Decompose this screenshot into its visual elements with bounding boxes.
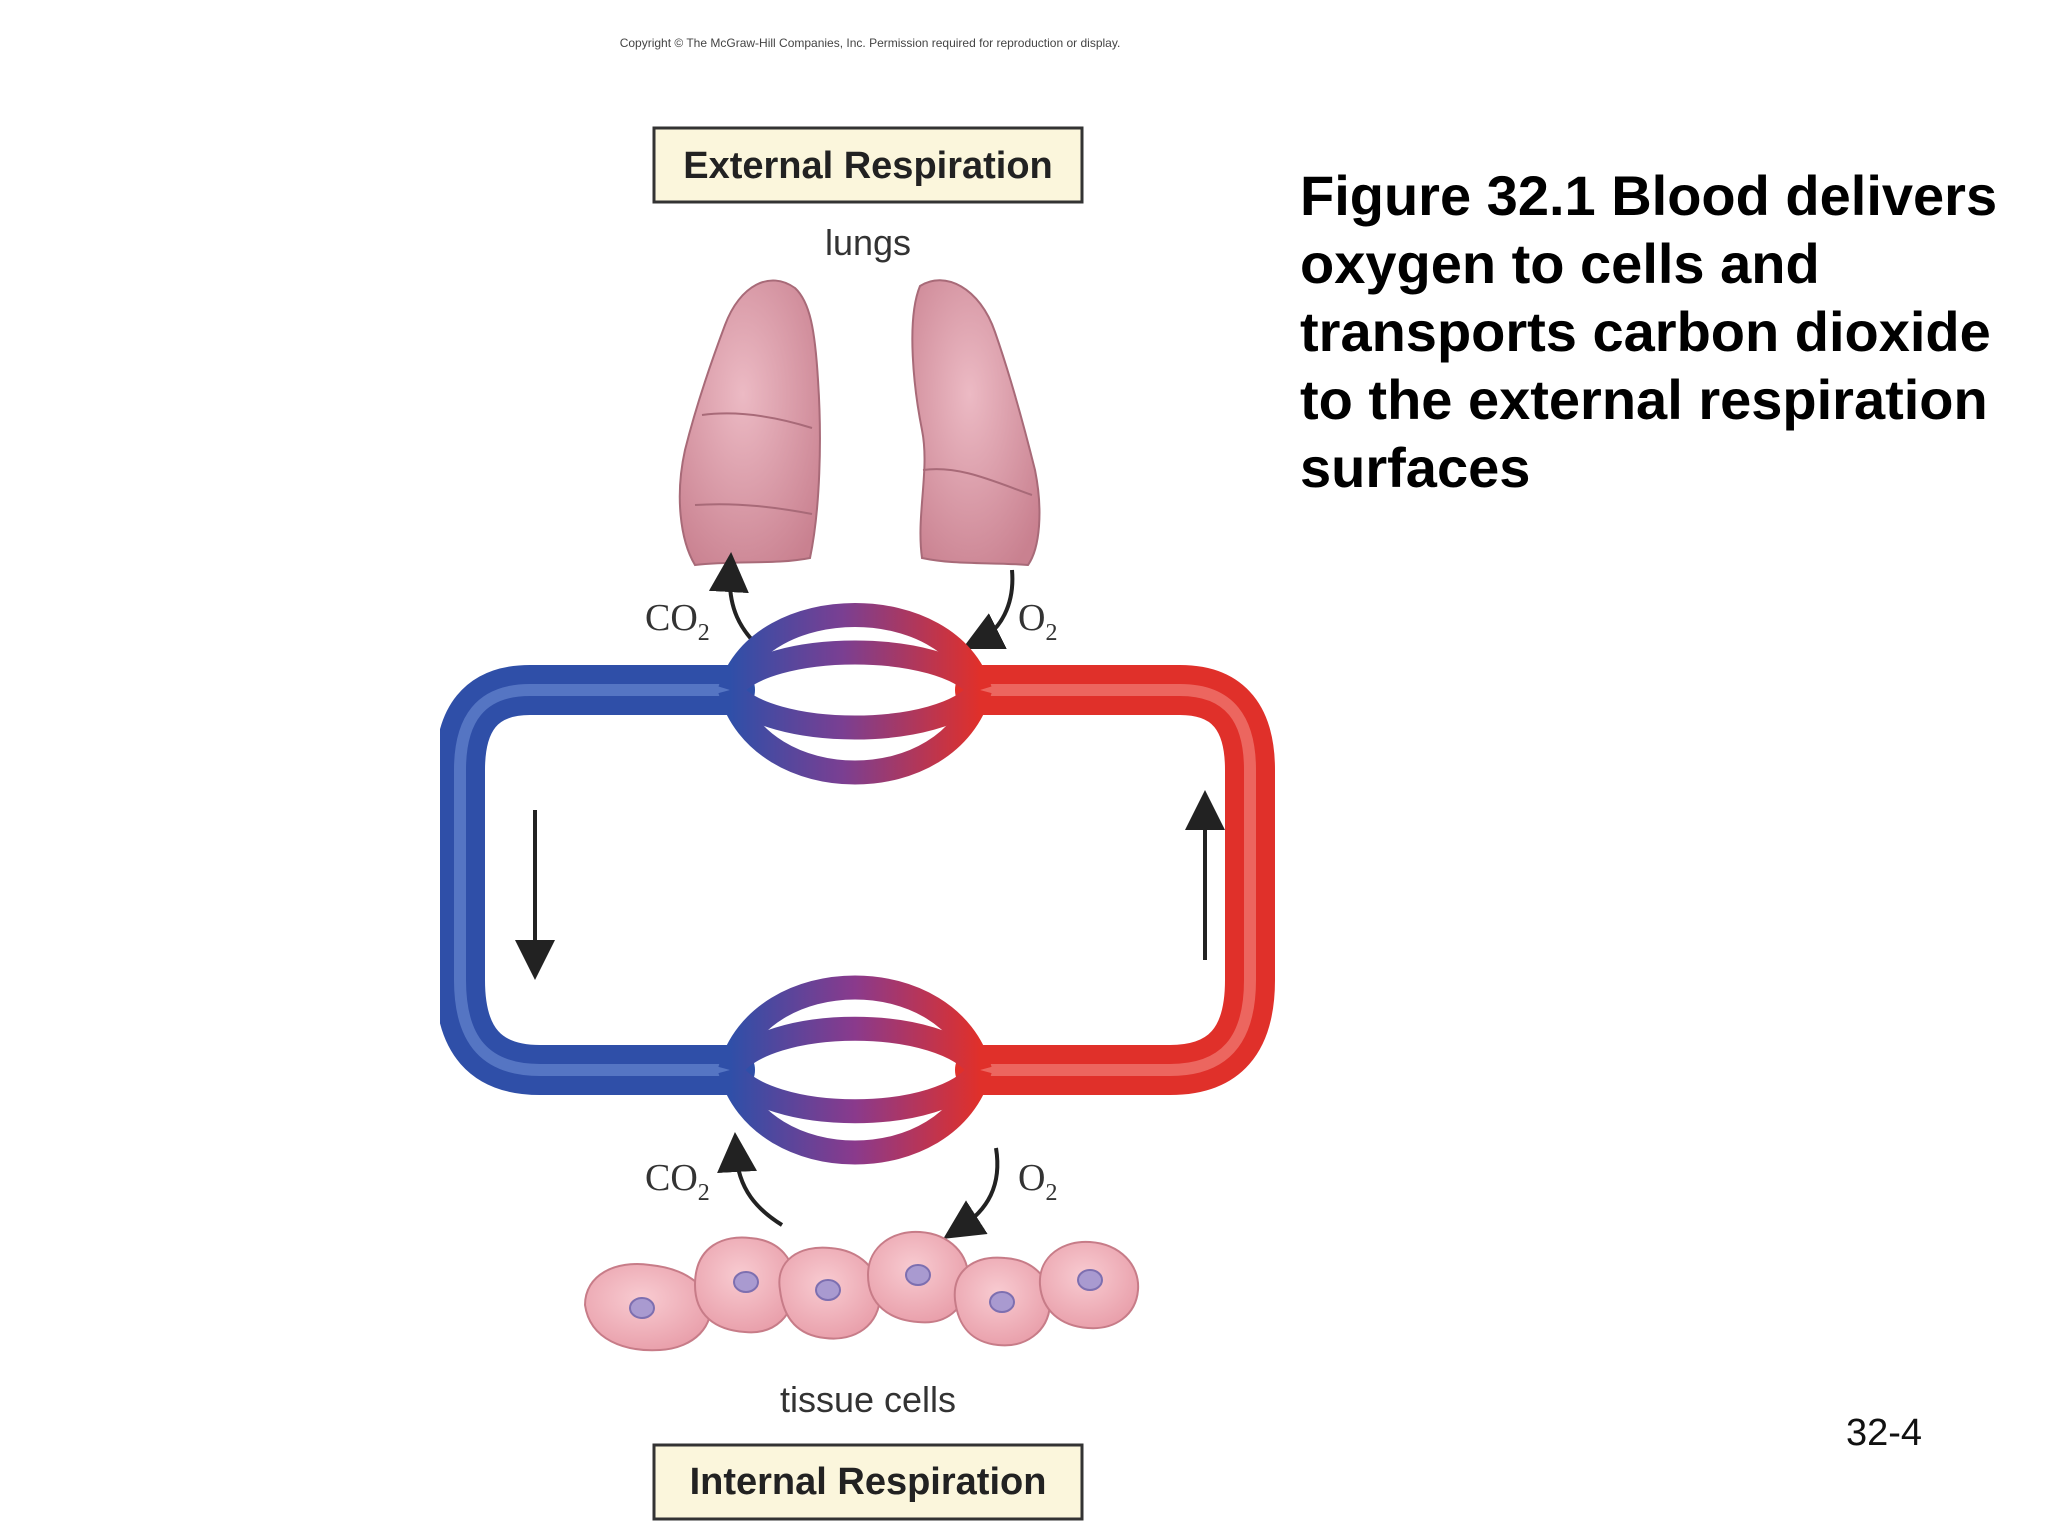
external-respiration-box: External Respiration	[652, 126, 1084, 204]
internal-respiration-box: Internal Respiration	[652, 1443, 1084, 1521]
tissue-cells-label: tissue cells	[780, 1379, 956, 1420]
left-lung	[678, 279, 821, 567]
oxygenated-vessel	[955, 665, 1275, 1095]
lung-o2-arrow	[962, 569, 1015, 649]
slide-number: 32-4	[1846, 1412, 1923, 1454]
tissue-o2-arrow	[943, 1147, 1000, 1239]
lungs-label: lungs	[825, 222, 911, 263]
lungs-illustration	[678, 279, 1041, 567]
tissue-co2-arrow	[717, 1132, 784, 1227]
deoxygenated-vessel	[440, 665, 755, 1095]
tissue-co2-label: CO2	[645, 1157, 710, 1206]
copyright-notice: Copyright © The McGraw-Hill Companies, I…	[619, 36, 1121, 50]
tissue-cells-illustration	[583, 1230, 1140, 1352]
external-respiration-label: External Respiration	[683, 145, 1053, 187]
lung-co2-label: CO2	[645, 597, 710, 646]
respiration-diagram: External Respiration lungs CO2 O2	[440, 126, 1275, 1521]
tissue-o2-label: O2	[1018, 1157, 1057, 1206]
internal-respiration-label: Internal Respiration	[690, 1461, 1047, 1503]
right-lung	[911, 279, 1041, 567]
figure-caption: Figure 32.1 Blood delivers oxygen to cel…	[1300, 164, 1998, 499]
blood-circulation	[440, 603, 1275, 1165]
tissue-capillaries	[718, 975, 992, 1165]
lung-capillaries	[718, 603, 992, 785]
lung-o2-label: O2	[1018, 597, 1057, 646]
